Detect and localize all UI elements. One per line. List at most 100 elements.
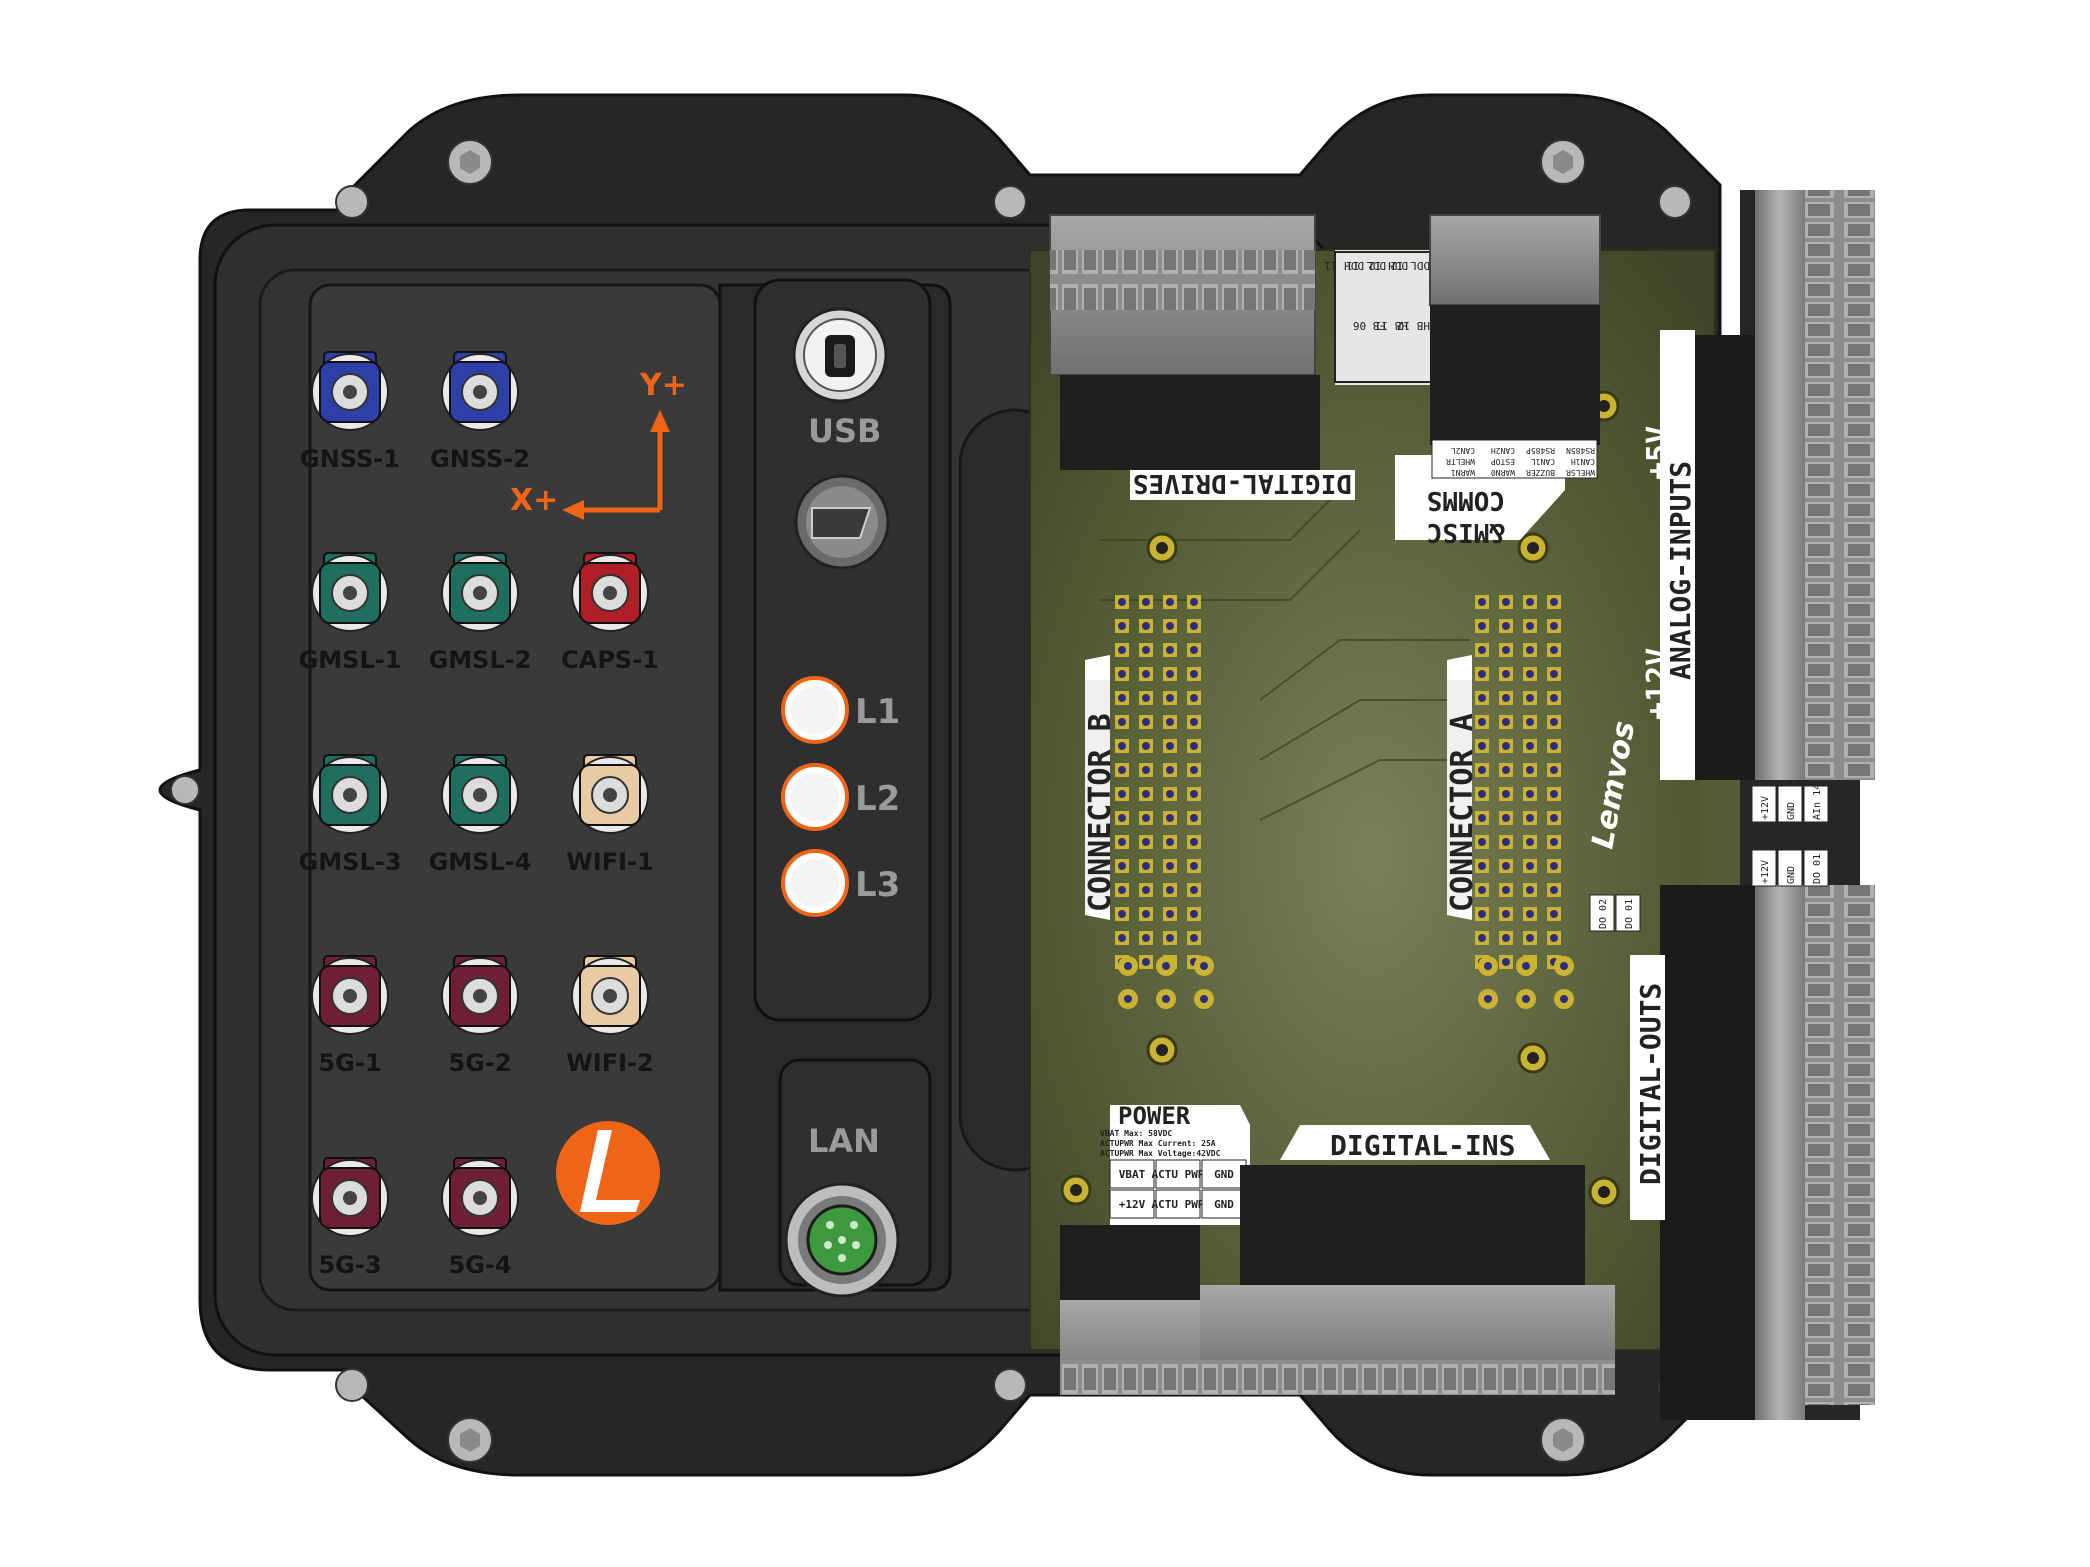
pin-hole — [1118, 742, 1126, 750]
pin-hole — [1142, 646, 1150, 654]
pin-hole — [1550, 814, 1558, 822]
pin-hole — [1190, 766, 1198, 774]
side-pin-tag-box — [1777, 849, 1803, 887]
comms-pin-tag: CAN1H — [1571, 457, 1595, 466]
pin-hole — [1550, 670, 1558, 678]
connector-a-pins — [1475, 595, 1574, 1009]
side-pin-tag: +12V — [1760, 796, 1771, 820]
pin-hole — [1502, 670, 1510, 678]
pin-hole — [1502, 766, 1510, 774]
pin-hole — [1478, 886, 1486, 894]
pin-hole — [1550, 694, 1558, 702]
pin-hole — [1502, 910, 1510, 918]
pin-hole — [1526, 718, 1534, 726]
pin-hole — [1526, 862, 1534, 870]
drives-pin-tag: HB 11 — [1375, 319, 1408, 332]
pin-hole — [1502, 790, 1510, 798]
comms-pin-tag: CAN1L — [1531, 457, 1555, 466]
power-line-2: ACTUPWR Max Current: 25A — [1100, 1139, 1216, 1148]
pin-hole — [1124, 995, 1132, 1003]
rf-connector-5g-3[interactable]: 5G-3 — [311, 1157, 389, 1279]
pin-hole — [1526, 886, 1534, 894]
side-pin-tag-box — [1751, 785, 1777, 823]
pin-hole — [1190, 934, 1198, 942]
digital-ins-label: DIGITAL-INS — [1330, 1129, 1515, 1162]
rf-connector-label: GMSL-3 — [299, 848, 402, 876]
rf-connector-wifi-1[interactable]: WIFI-1 — [566, 754, 654, 876]
pin-hole — [1142, 790, 1150, 798]
digital-drives-terminal: DIGITAL-DRIVES — [1049, 214, 1436, 500]
pin-hole — [1502, 694, 1510, 702]
pin-hole — [1550, 742, 1558, 750]
pin-hole — [1484, 995, 1492, 1003]
power-cell-label: +12V — [1119, 1198, 1146, 1211]
drives-pin-tag: DDL 12 — [1390, 259, 1430, 272]
rf-connector-label: GMSL-1 — [299, 646, 402, 674]
rf-connector-caps-1[interactable]: CAPS-1 — [561, 552, 659, 674]
pin-hole — [1118, 694, 1126, 702]
power-line-3: ACTUPWR Max Voltage:42VDC — [1100, 1149, 1221, 1158]
comms-pin-tag: WARN0 — [1491, 468, 1515, 477]
power-cell-label: ACTU PWR — [1152, 1168, 1205, 1181]
rf-connector-gnss-2[interactable]: GNSS-2 — [430, 351, 530, 473]
usb-label: USB — [808, 412, 881, 450]
pin-hole — [1190, 646, 1198, 654]
power-cell-label: GND — [1214, 1198, 1234, 1211]
rf-connector-5g-1[interactable]: 5G-1 — [311, 955, 389, 1077]
led-l1: L1 — [781, 676, 900, 744]
rf-connector-5g-4[interactable]: 5G-4 — [441, 1157, 519, 1279]
side-pin-tag: GND — [1786, 802, 1797, 820]
pin-hole — [1190, 910, 1198, 918]
pin-hole — [1190, 694, 1198, 702]
connector-a-label: CONNECTOR A — [1445, 713, 1480, 912]
led-label: L3 — [855, 865, 900, 905]
pin-hole — [1118, 670, 1126, 678]
axis-indicator: Y+ X+ — [510, 368, 687, 520]
usb-port[interactable] — [792, 307, 888, 403]
drives-pin-tag: DDH 11 — [1324, 259, 1364, 272]
pin-hole — [1190, 742, 1198, 750]
rf-connector-label: CAPS-1 — [561, 646, 659, 674]
pin-hole — [1478, 934, 1486, 942]
rf-connector-label: WIFI-1 — [566, 848, 653, 876]
pin-hole — [1142, 718, 1150, 726]
pin-hole — [1550, 646, 1558, 654]
pin-hole — [1200, 962, 1208, 970]
rf-connector-gmsl-2[interactable]: GMSL-2 — [429, 552, 532, 674]
pin-hole — [1142, 622, 1150, 630]
pin-hole — [1142, 886, 1150, 894]
rf-connector-gmsl-3[interactable]: GMSL-3 — [299, 754, 402, 876]
rf-connector-gnss-1[interactable]: GNSS-1 — [300, 351, 400, 473]
side-pin-tag-box — [1803, 849, 1829, 887]
pin-hole — [1142, 742, 1150, 750]
comms-pin-tag: BUZZER — [1526, 468, 1555, 477]
rf-connector-gmsl-1[interactable]: GMSL-1 — [299, 552, 402, 674]
pin-hole — [1166, 886, 1174, 894]
drives-pin-tag: DDH 12 — [1368, 259, 1408, 272]
pin-hole — [1478, 766, 1486, 774]
pin-hole — [1526, 910, 1534, 918]
side-pin-tag-box — [1777, 785, 1803, 823]
lan-port[interactable] — [784, 1182, 900, 1298]
pin-hole — [1502, 862, 1510, 870]
rf-connector-wifi-2[interactable]: WIFI-2 — [566, 955, 654, 1077]
pin-hole — [1166, 670, 1174, 678]
pin-hole — [1502, 598, 1510, 606]
rf-connector-gmsl-4[interactable]: GMSL-4 — [429, 754, 532, 876]
side-pin-tag-box — [1589, 894, 1615, 932]
comms-pin-tags: RS485NRS485PCAN2HCAN2LCAN1HCAN1LESTOPWHE… — [1446, 446, 1595, 477]
pin-hole — [1478, 862, 1486, 870]
pin-hole — [1142, 598, 1150, 606]
pin-hole — [1190, 622, 1198, 630]
rf-connector-5g-2[interactable]: 5G-2 — [441, 955, 519, 1077]
pin-hole — [1118, 910, 1126, 918]
pin-hole — [1190, 814, 1198, 822]
pin-hole — [1502, 742, 1510, 750]
pin-hole — [1166, 694, 1174, 702]
pin-hole — [1166, 718, 1174, 726]
misc-label: &MISC — [1427, 517, 1505, 547]
analog-inputs-label: ANALOG-INPUTS — [1664, 461, 1697, 680]
